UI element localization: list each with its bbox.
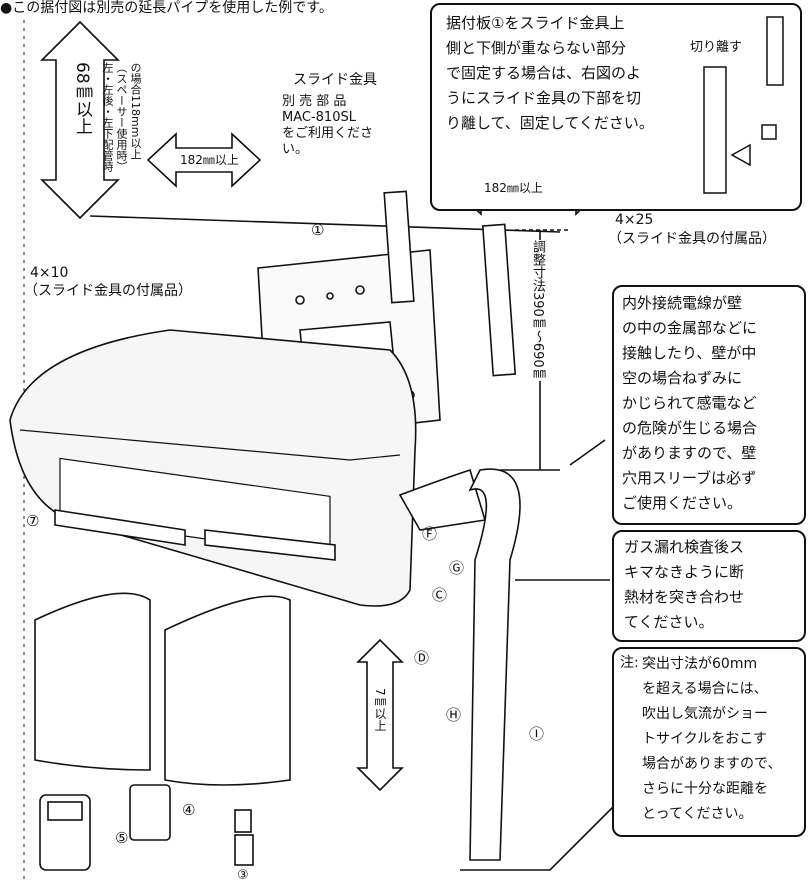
- part-label-G: Ⓖ: [449, 559, 465, 577]
- gas-line: 熱材を突き合わせ: [624, 588, 745, 606]
- gas-line: キマなきように断: [624, 563, 745, 581]
- caution-note-box: 注: 突出寸法が60mm を超える場合には、 吹出し気流がショー トサイクルをお…: [612, 647, 806, 837]
- note-line: り離して、固定してください。: [446, 114, 654, 132]
- screw-4x25-size: 4×25: [615, 212, 654, 228]
- bracket-line: MAC-810SL: [282, 110, 356, 125]
- caution-line: さらに十分な距離を: [642, 781, 768, 797]
- clearance-top-arrow: [40, 20, 120, 220]
- warning-line: 接触したり、壁が中: [622, 344, 757, 362]
- warning-line: の危険が生じる場合: [622, 419, 758, 437]
- screw-4x10-note: （スライド金具の付属品）: [24, 283, 192, 299]
- screw-4x10-size: 4×10: [30, 265, 69, 281]
- part-label-3: ③: [237, 868, 249, 883]
- caution-line: 場合がありますので、: [642, 756, 782, 772]
- indoor-unit-drawing: [9, 329, 417, 607]
- caution-line: トサイクルをおこす: [642, 731, 768, 747]
- caution-line: とってください。: [642, 806, 753, 822]
- bracket-line: い。: [282, 142, 309, 157]
- part-label-H: Ⓗ: [446, 706, 462, 724]
- part-label-C: Ⓒ: [432, 586, 448, 604]
- note-prefix: 注:: [620, 655, 639, 671]
- part-label-D: Ⓓ: [414, 649, 430, 667]
- warning-line: の中の金属部などに: [622, 319, 758, 337]
- clearance-top-note-2: （スペーサー使用時）: [115, 62, 128, 172]
- warning-line: ご使用ください。: [622, 494, 743, 512]
- clearance-bottom-value: 7㎜以上: [373, 688, 387, 732]
- clearance-bottom-arrow: [356, 638, 404, 792]
- bracket-line: 別 売 部 品: [282, 94, 347, 109]
- warning-line: 空の場合ねずみに: [622, 369, 743, 387]
- note-line: 据付板①をスライド金具上: [446, 14, 625, 32]
- clearance-left-value: 182㎜以上: [180, 153, 239, 167]
- note-line: 側と下側が重ならない部分: [446, 39, 627, 57]
- warning-line: 穴用スリーブは必ず: [622, 469, 757, 487]
- slide-bracket-cut-note: 据付板①をスライド金具上 側と下側が重ならない部分 で固定する場合は、右図のよ …: [430, 3, 802, 211]
- warning-line: がありますので、壁: [622, 444, 757, 462]
- caution-line: 突出寸法が60mm: [642, 656, 758, 672]
- bracket-line: をご利用くださ: [282, 126, 374, 141]
- note-line: うにスライド金具の下部を切: [446, 89, 642, 107]
- screw-4x25-note: （スライド金具の付属品）: [608, 231, 776, 247]
- part-label-4: ④: [182, 801, 196, 819]
- part-label-7: ⑦: [26, 512, 40, 530]
- cut-inset-drawing: [703, 16, 784, 194]
- gas-leak-note-box: ガス漏れ検査後ス キマなきように断 熱材を突き合わせ てください。: [612, 530, 806, 642]
- part-label-I: Ⓘ: [529, 725, 545, 743]
- gas-line: てください。: [624, 613, 714, 631]
- note-line: で固定する場合は、右図のよ: [446, 64, 642, 82]
- wire-warning-box: 内外接続電線が壁 の中の金属部などに 接触したり、壁が中 空の場合ねずみに かじ…: [612, 285, 806, 525]
- slide-bracket-title: スライド金具: [293, 72, 377, 88]
- clearance-top-note-1: 左・左後・左下配管時: [101, 62, 114, 172]
- slide-bracket-note: 別 売 部 品 MAC-810SL をご利用くださ い。: [282, 94, 373, 158]
- clearance-top-note-3: の場合118mm以上: [129, 62, 142, 160]
- part-label-5: ⑤: [115, 829, 129, 847]
- warning-line: かじられて感電など: [622, 394, 757, 412]
- clearance-left-arrow: [146, 132, 262, 188]
- part-label-F: Ⓕ: [422, 525, 438, 543]
- part-label-1: ①: [311, 221, 325, 239]
- adjust-dimension: 調整寸法390㎜～690㎜: [530, 240, 545, 381]
- gas-line: ガス漏れ検査後ス: [624, 538, 745, 556]
- warning-line: 内外接続電線が壁: [622, 294, 743, 312]
- caution-line: を超える場合には、: [642, 681, 768, 697]
- clearance-top-value: 68㎜以上: [72, 62, 92, 135]
- cut-label: 切り離す: [690, 40, 743, 55]
- header-note: ●この据付図は別売の延長パイプを使用した例です。: [0, 0, 333, 16]
- clearance-right-value: 182㎜以上: [484, 181, 543, 195]
- caution-line: 吹出し気流がショー: [642, 706, 768, 722]
